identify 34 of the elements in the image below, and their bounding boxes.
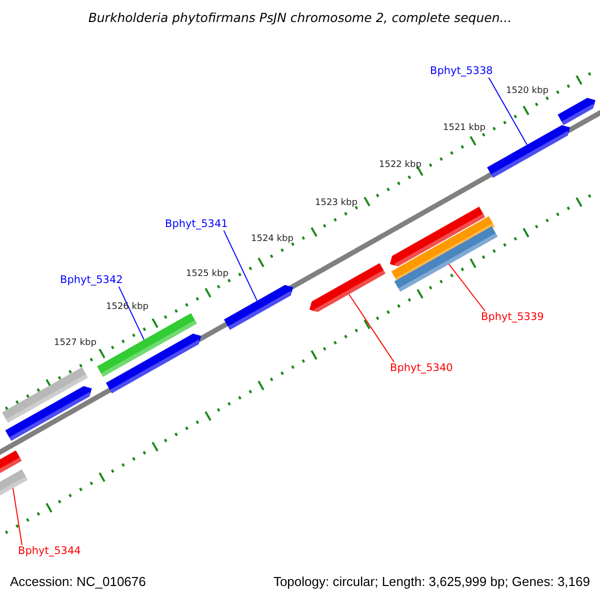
gene-feature (5, 386, 92, 441)
scale-label: 1525 kbp (186, 269, 228, 280)
leader-line (488, 77, 528, 146)
gene-feature (0, 450, 22, 476)
leader-line (223, 230, 258, 302)
gene-feature (97, 313, 197, 377)
gene-feature (309, 263, 386, 313)
gene-label: Bphyt_5340 (390, 362, 453, 375)
footer-text: Topology: circular; Length: 3,625,999 bp; Genes: 3,169 (273, 574, 590, 590)
leader-line (12, 488, 22, 546)
scale-label: 1521 kbp (443, 123, 486, 134)
gene-feature (106, 334, 202, 394)
leader-line (348, 294, 394, 362)
scale-label: 1527 kbp (54, 338, 96, 349)
scale-label: 1522 kbp (379, 160, 422, 171)
scale-label: 1520 kbp (506, 86, 548, 97)
title: Burkholderia phytofirmans PsJN chromosome 2, complete sequen... (87, 10, 513, 25)
gene-feature (390, 206, 486, 268)
gene-label: Bphyt_5342 (60, 274, 123, 287)
gene-feature (394, 226, 498, 292)
gene-feature (558, 98, 596, 126)
gene-feature (0, 469, 28, 497)
gene-label: Bphyt_5339 (481, 311, 544, 324)
gene-label: Bphyt_5344 (18, 545, 81, 558)
scale-label: 1523 kbp (315, 198, 358, 209)
footer-text: Accession: NC_010676 (10, 574, 146, 590)
scale-label: 1526 kbp (106, 302, 148, 313)
gene-label: Bphyt_5341 (165, 218, 228, 231)
gene-feature (2, 367, 88, 423)
gene-label: Bphyt_5338 (430, 65, 493, 78)
gene-feature (487, 125, 570, 178)
leader-line (118, 286, 145, 340)
gene-feature (224, 285, 294, 330)
scale-label: 1524 kbp (251, 234, 294, 245)
